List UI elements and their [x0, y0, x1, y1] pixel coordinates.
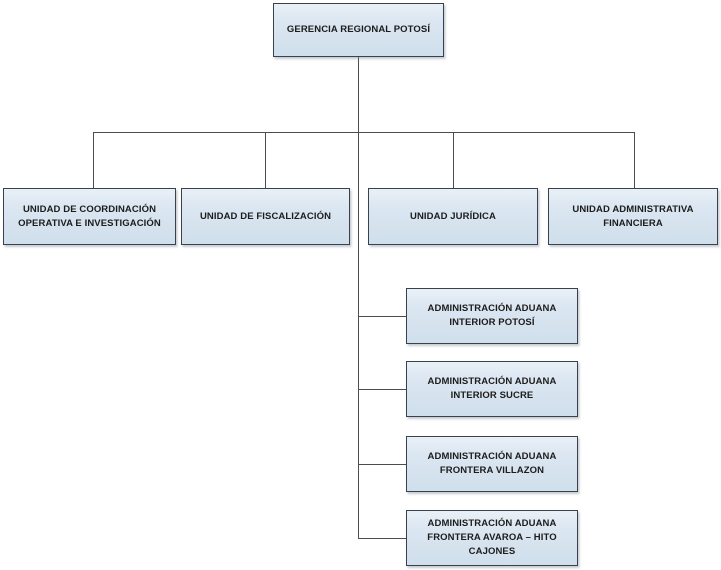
connector-stub-admin-3 — [358, 464, 406, 465]
node-aduana-interior-sucre: ADMINISTRACIÓN ADUANA INTERIOR SUCRE — [406, 361, 578, 417]
node-label: UNIDAD JURÍDICA — [410, 210, 496, 222]
node-label: UNIDAD ADMINISTRATIVA FINANCIERA — [572, 203, 694, 229]
node-label: ADMINISTRACIÓN ADUANA INTERIOR SUCRE — [427, 376, 557, 401]
connector-stub-admin-4 — [358, 538, 406, 539]
node-unidad-administrativa-financiera: UNIDAD ADMINISTRATIVA FINANCIERA — [548, 188, 718, 245]
node-label: ADMINISTRACIÓN ADUANA FRONTERA VILLAZON — [427, 451, 557, 476]
node-label: GERENCIA REGIONAL POTOSÍ — [286, 24, 431, 36]
connector-drop-unit-3 — [453, 132, 454, 188]
node-label: ADMINISTRACIÓN ADUANA FRONTERA AVAROA – … — [427, 518, 557, 557]
connector-drop-unit-2 — [265, 132, 266, 188]
node-unidad-coordinacion-operativa: UNIDAD DE COORDINACIÓN OPERATIVA E INVES… — [3, 188, 176, 245]
node-aduana-frontera-villazon: ADMINISTRACIÓN ADUANA FRONTERA VILLAZON — [406, 436, 578, 492]
connector-level2-crossbar — [93, 132, 635, 133]
node-unidad-fiscalizacion: UNIDAD DE FISCALIZACIÓN — [181, 188, 350, 245]
connector-stub-admin-1 — [358, 316, 406, 317]
node-unidad-juridica: UNIDAD JURÍDICA — [368, 188, 538, 245]
node-gerencia-regional-potosi: GERENCIA REGIONAL POTOSÍ — [273, 3, 444, 57]
node-label: UNIDAD DE FISCALIZACIÓN — [199, 210, 332, 222]
connector-root-spine — [358, 57, 359, 539]
connector-drop-unit-1 — [93, 132, 94, 188]
node-label: ADMINISTRACIÓN ADUANA INTERIOR POTOSÍ — [427, 303, 557, 328]
node-aduana-interior-potosi: ADMINISTRACIÓN ADUANA INTERIOR POTOSÍ — [406, 288, 578, 344]
connector-drop-unit-4 — [634, 132, 635, 188]
node-label: UNIDAD DE COORDINACIÓN OPERATIVA E INVES… — [18, 203, 161, 229]
node-aduana-frontera-avaroa-hito-cajones: ADMINISTRACIÓN ADUANA FRONTERA AVAROA – … — [406, 510, 578, 566]
connector-stub-admin-2 — [358, 389, 406, 390]
